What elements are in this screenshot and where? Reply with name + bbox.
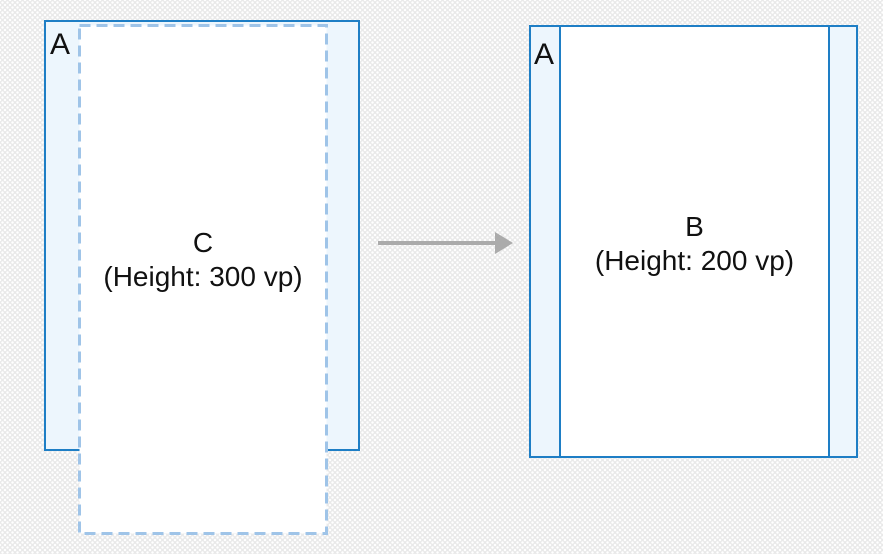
child-b-box [559,25,830,458]
child-b-label: B [685,211,704,242]
child-c-label: C [192,227,214,258]
child-b-detail: (Height: 200 vp) [594,245,795,276]
transition-arrow-icon [378,232,513,254]
container-a-after [529,25,858,458]
child-c-detail: (Height: 300 vp) [103,261,303,292]
container-a-after-label: A [534,38,555,71]
container-a-before-label: A [50,28,71,61]
overflow-child-c-box [78,24,328,535]
child-b-text: B (Height: 200 vp) [559,210,830,278]
child-c-text: C (Height: 300 vp) [78,226,328,294]
